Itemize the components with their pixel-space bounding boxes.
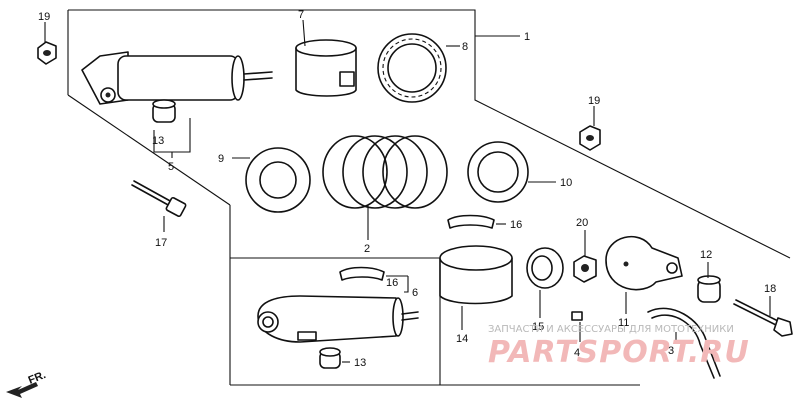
- callout-20: 20: [576, 217, 588, 229]
- callout-14: 14: [456, 333, 468, 345]
- tube-3: 3: [647, 307, 721, 379]
- ring-10: 10: [467, 141, 572, 203]
- front-arrow: FR.: [6, 369, 48, 398]
- bushing-20: 20: [573, 217, 597, 283]
- leader-13-top: 13 5: [152, 118, 191, 173]
- watermark-brand: PARTSPORT.RU: [488, 335, 750, 370]
- callout-16-upper: 16: [510, 219, 522, 231]
- callout-3: 3: [668, 345, 674, 357]
- arrow-icon: [6, 382, 38, 398]
- damper-upper: [81, 51, 273, 123]
- callout-17: 17: [155, 237, 167, 249]
- watermark-caption: ЗАПЧАСТИ И АКСЕССУАРЫ ДЛЯ МОТОТЕХНИКИ: [488, 324, 734, 335]
- sleeve-14: 14: [439, 245, 513, 345]
- callout-13-bottom: 13: [354, 357, 366, 369]
- bolt-17: 17: [131, 180, 187, 249]
- damper-lower: 16 6 13: [257, 266, 419, 369]
- callout-10: 10: [560, 177, 572, 189]
- front-label: FR.: [27, 369, 48, 387]
- callout-16-lower: 16: [386, 277, 398, 289]
- callout-1: 1: [524, 31, 530, 43]
- callout-7: 7: [298, 9, 304, 21]
- shim-16-upper: 16: [447, 214, 522, 231]
- nut-19-right: 19: [579, 95, 601, 151]
- callout-19-left: 19: [38, 11, 50, 23]
- collar-7: 7: [295, 9, 357, 97]
- spring-seat-9: 9: [218, 147, 311, 213]
- link-plate-11: 11: [605, 235, 683, 329]
- callout-6: 6: [412, 287, 418, 299]
- callout-13-top: 13: [152, 135, 164, 147]
- callout-19-right: 19: [588, 95, 600, 107]
- bearing-8: 8: [377, 33, 468, 103]
- bushing-12: 12: [697, 249, 721, 303]
- callout-9: 9: [218, 153, 224, 165]
- callout-2: 2: [364, 243, 370, 255]
- callout-4: 4: [574, 347, 580, 359]
- watermark: ЗАПЧАСТИ И АКСЕССУАРЫ ДЛЯ МОТОТЕХНИКИ PA…: [488, 324, 750, 370]
- callout-18: 18: [764, 283, 776, 295]
- callout-8: 8: [462, 41, 468, 53]
- callout-12: 12: [700, 249, 712, 261]
- collar-15: 15: [526, 247, 564, 333]
- callout-15: 15: [532, 321, 544, 333]
- callout-11: 11: [618, 317, 629, 329]
- leader-1: 1: [475, 31, 530, 43]
- nut-19-left: 19: [37, 11, 57, 65]
- callout-5: 5: [168, 161, 174, 173]
- fitting-4: 4: [571, 311, 583, 359]
- spring-2: 2: [322, 135, 448, 255]
- bolt-18: 18: [733, 283, 793, 337]
